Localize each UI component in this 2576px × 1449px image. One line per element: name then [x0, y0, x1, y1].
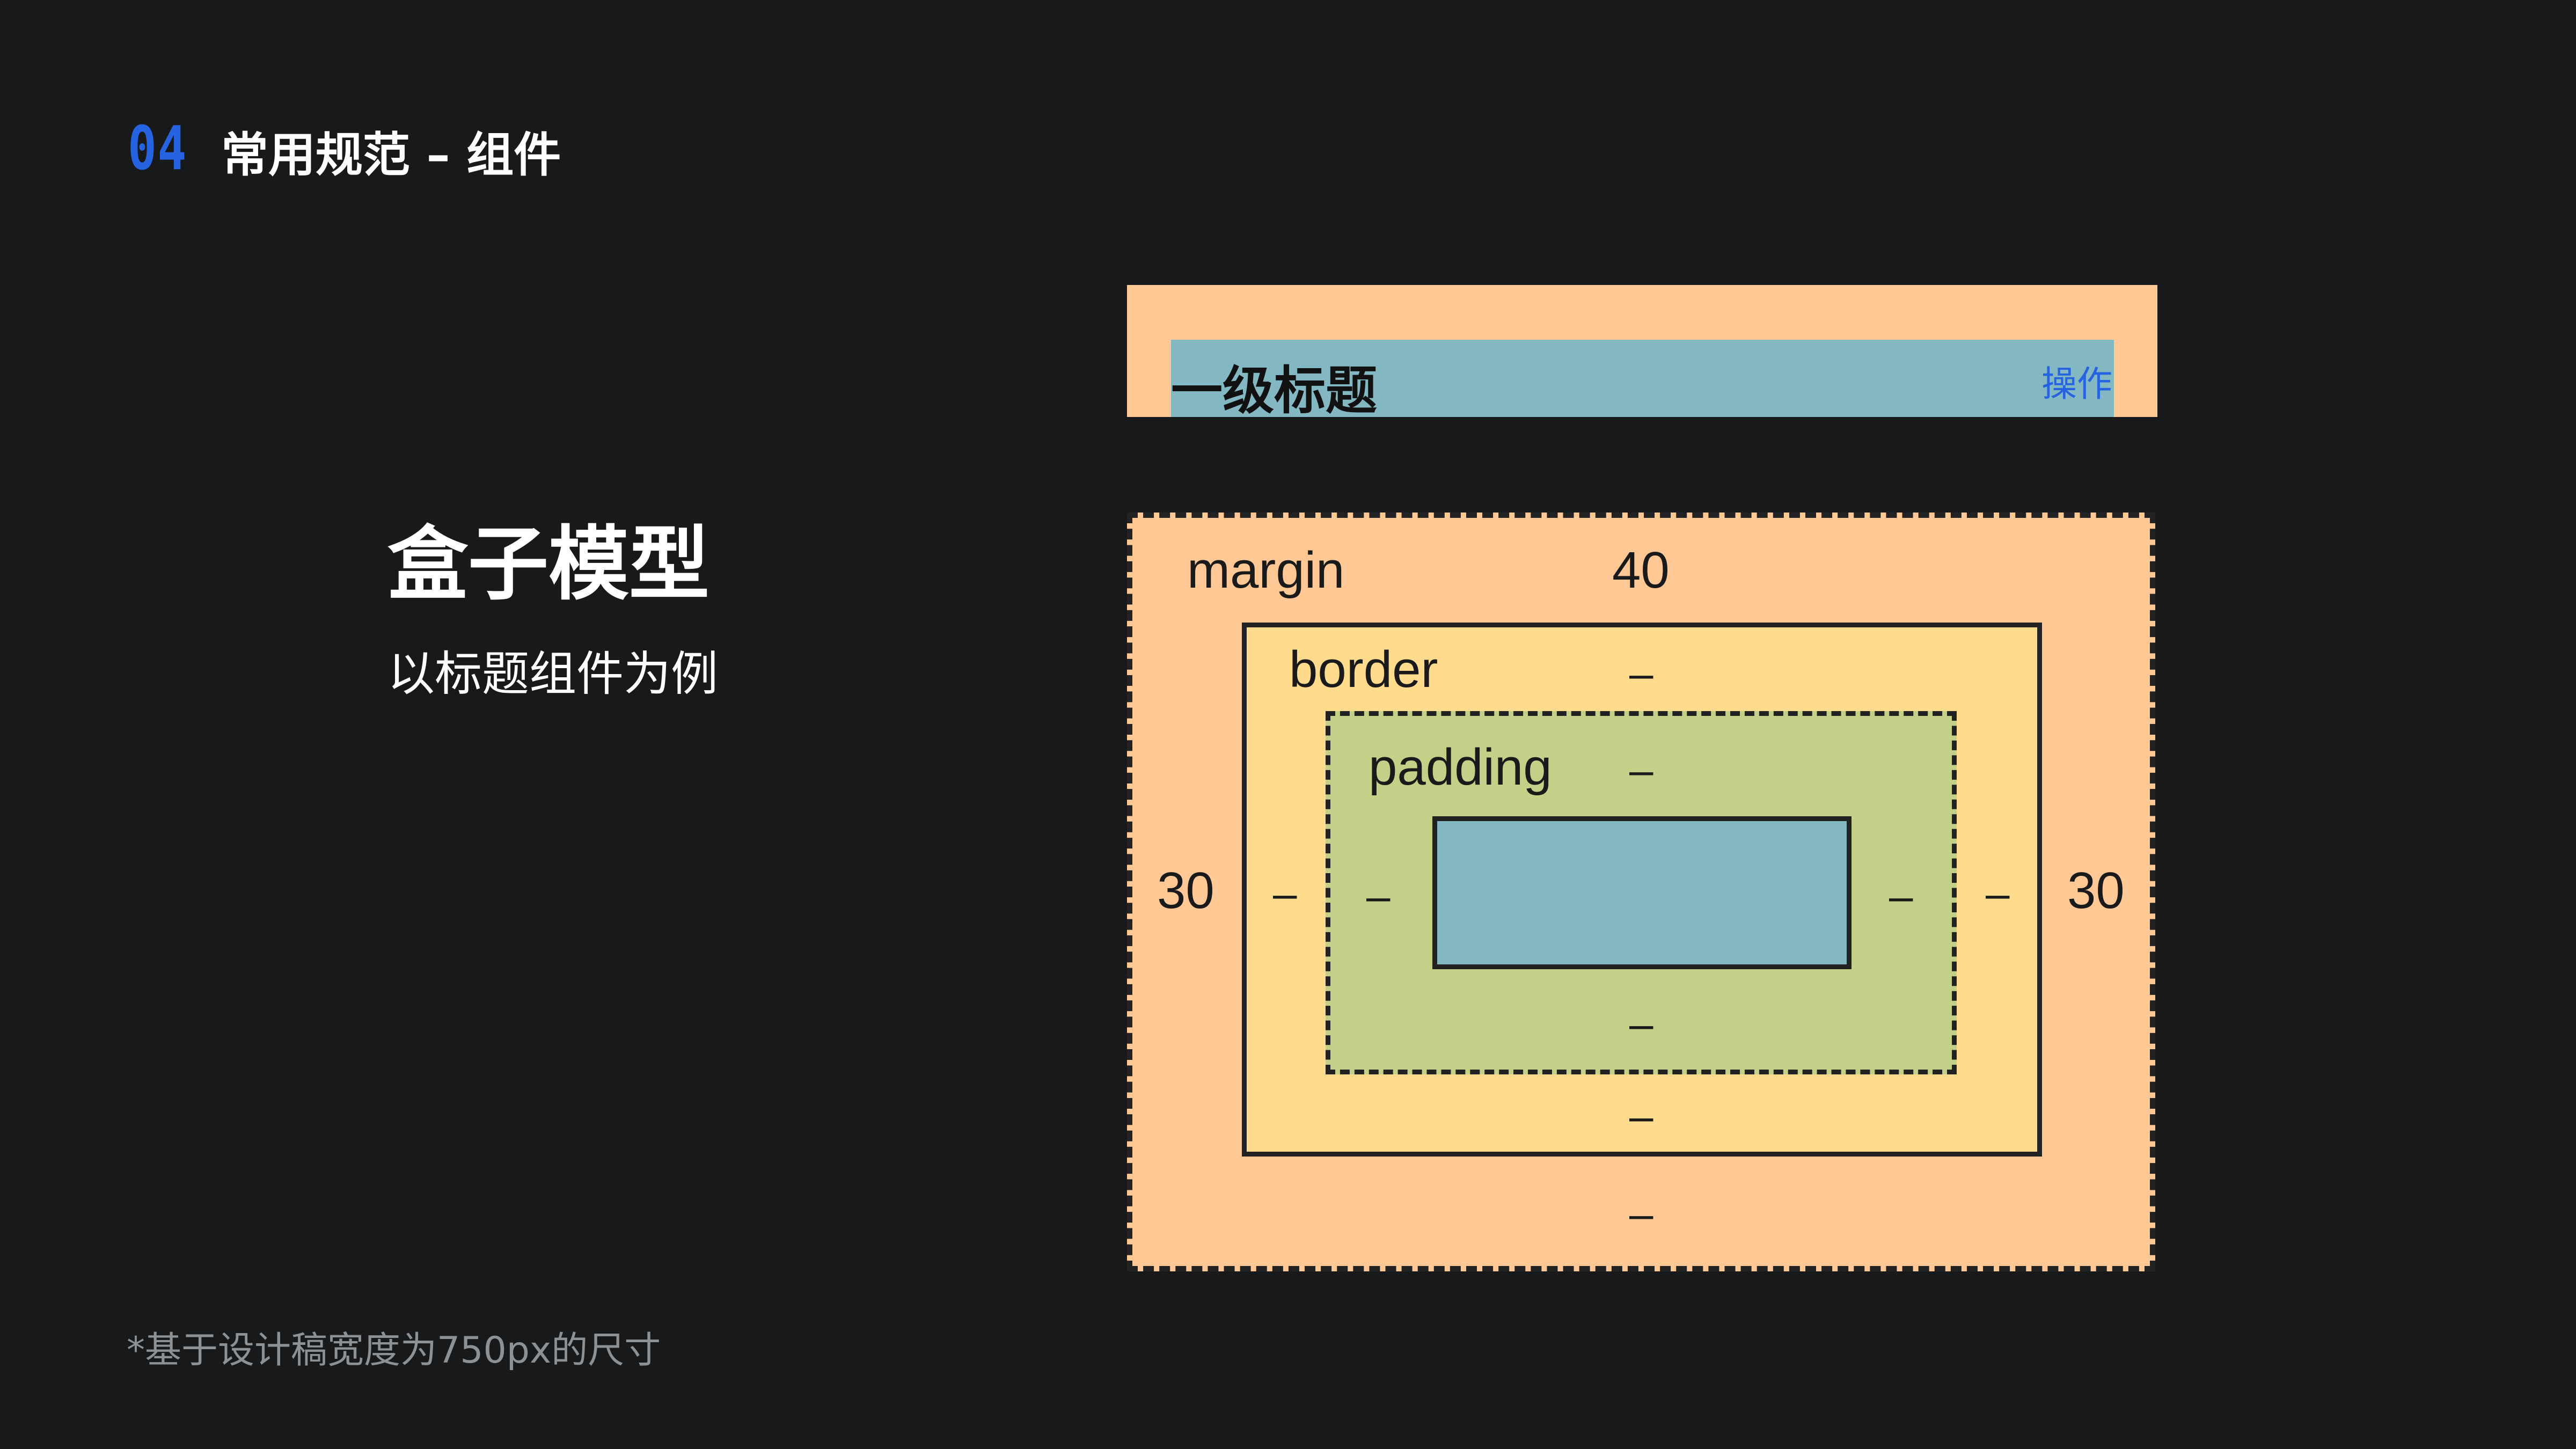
padding-right-value: – — [1889, 872, 1913, 920]
border-label: border — [1289, 641, 1438, 698]
border-left-value: – — [1273, 869, 1297, 917]
section-subtitle: 以标题组件为例 — [387, 646, 719, 701]
margin-label: margin — [1187, 541, 1345, 599]
section-heading: 盒子模型 — [387, 518, 710, 611]
page-title: 常用规范 – 组件 — [221, 127, 561, 182]
border-right-value: – — [1986, 869, 2010, 917]
padding-bottom-value: – — [1629, 1000, 1653, 1048]
section-number: 04 — [128, 114, 188, 184]
margin-top-value: 40 — [1612, 541, 1670, 599]
padding-label: padding — [1368, 738, 1552, 796]
margin-bottom-value: – — [1629, 1190, 1653, 1238]
margin-left-value: 30 — [1157, 862, 1214, 919]
component-content-area — [1171, 340, 2114, 417]
padding-left-value: – — [1366, 872, 1391, 920]
margin-right-value: 30 — [2067, 862, 2125, 919]
component-title: 一级标题 — [1171, 361, 1377, 421]
content-box — [1432, 816, 1851, 969]
border-top-value: – — [1629, 649, 1653, 697]
footnote: *基于设计稿宽度为750px的尺寸 — [127, 1329, 661, 1372]
border-bottom-value: – — [1629, 1092, 1653, 1140]
padding-top-value: – — [1629, 746, 1653, 794]
component-action-link[interactable]: 操作 — [2041, 363, 2112, 405]
